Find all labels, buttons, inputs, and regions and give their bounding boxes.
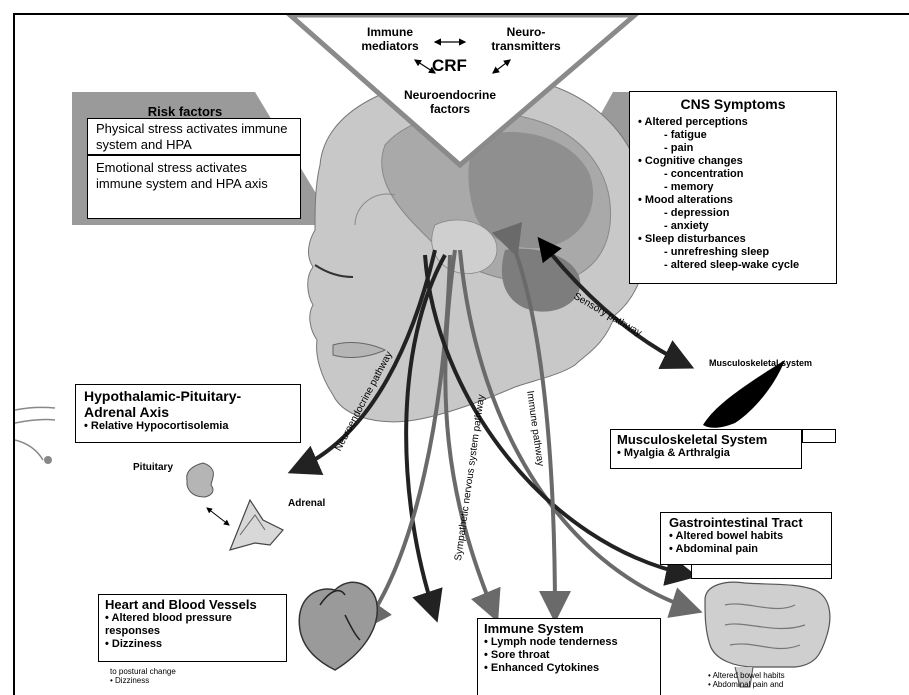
- cns-sub-fatigue: fatigue: [638, 129, 828, 142]
- physical-stress-text: Physical stress activates immune system …: [96, 121, 287, 152]
- muscle-illustration: [703, 360, 785, 428]
- gi-box: Gastrointestinal Tract Altered bowel hab…: [660, 512, 832, 565]
- neurotransmitters-line2: transmitters: [481, 39, 571, 53]
- heart-item-bp: Altered blood pressure responses: [105, 612, 280, 638]
- cns-title: CNS Symptoms: [638, 96, 828, 112]
- neuroendocrine-line2: factors: [390, 102, 510, 116]
- hpa-title-line2: Adrenal Axis: [84, 404, 292, 420]
- hpa-box: Hypothalamic-Pituitary- Adrenal Axis Rel…: [75, 384, 301, 443]
- physical-stress-box: Physical stress activates immune system …: [87, 118, 301, 155]
- musculoskeletal-image-label: Musculoskeletal system: [709, 358, 812, 368]
- pituitary-illustration: [187, 463, 214, 497]
- musculoskeletal-box: Musculoskeletal System Myalgia & Arthral…: [610, 429, 802, 469]
- diagram-frame: Immune mediators Neuro- transmitters CRF…: [13, 13, 909, 695]
- cns-group-cognitive: Cognitive changes: [638, 155, 828, 168]
- crf-label: CRF: [432, 56, 467, 76]
- cns-sub-depression: depression: [638, 207, 828, 220]
- neurotransmitters-label: Neuro- transmitters: [481, 25, 571, 53]
- heart-under-line2: • Dizziness: [110, 676, 176, 685]
- cns-sub-memory: memory: [638, 181, 828, 194]
- heart-item-dizziness: Dizziness: [105, 638, 280, 651]
- immune-item-cytokines: Enhanced Cytokines: [484, 662, 654, 675]
- pituitary-label: Pituitary: [133, 462, 173, 473]
- cns-sub-concentration: concentration: [638, 168, 828, 181]
- gi-item-pain: Abdominal pain: [669, 543, 823, 556]
- cns-group-mood: Mood alterations: [638, 194, 828, 207]
- gi-under-line1: • Altered bowel habits: [708, 671, 785, 680]
- cns-group-perceptions: Altered perceptions: [638, 116, 828, 129]
- cns-sub-unrefreshing: unrefreshing sleep: [638, 246, 828, 259]
- gi-under-image: • Altered bowel habits • Abdominal pain …: [708, 671, 785, 689]
- immune-mediators-label: Immune mediators: [355, 25, 425, 53]
- immune-system-box: Immune System Lymph node tenderness Sore…: [477, 618, 661, 695]
- musculoskeletal-item: Myalgia & Arthralgia: [617, 447, 795, 460]
- musculoskeletal-tab: [802, 429, 836, 443]
- neuroendocrine-line1: Neuroendocrine: [390, 88, 510, 102]
- cns-sub-anxiety: anxiety: [638, 220, 828, 233]
- heart-box: Heart and Blood Vessels Altered blood pr…: [98, 594, 287, 662]
- intestine-illustration: [705, 582, 830, 667]
- hpa-item: Relative Hypocortisolemia: [84, 420, 292, 433]
- neurotransmitters-line1: Neuro-: [481, 25, 571, 39]
- heart-title: Heart and Blood Vessels: [105, 597, 280, 612]
- cns-sub-sleep-wake: altered sleep-wake cycle: [638, 259, 828, 272]
- musculoskeletal-title: Musculoskeletal System: [617, 432, 795, 447]
- immune-item-throat: Sore throat: [484, 649, 654, 662]
- cns-sub-pain: pain: [638, 142, 828, 155]
- heart-under-line1: to postural change: [110, 667, 176, 676]
- emotional-stress-text: Emotional stress activates immune system…: [96, 160, 268, 191]
- neuroendocrine-factors-label: Neuroendocrine factors: [390, 88, 510, 116]
- adrenal-label: Adrenal: [288, 498, 325, 509]
- adrenal-illustration: [230, 500, 283, 550]
- gi-item-bowel: Altered bowel habits: [669, 530, 823, 543]
- heart-illustration: [299, 582, 377, 670]
- immune-item-lymph: Lymph node tenderness: [484, 636, 654, 649]
- cns-group-sleep: Sleep disturbances: [638, 233, 828, 246]
- immune-mediators-line1: Immune: [355, 25, 425, 39]
- heart-under: to postural change • Dizziness: [110, 667, 176, 685]
- emotional-stress-box: Emotional stress activates immune system…: [87, 155, 301, 219]
- cns-symptoms-box: CNS Symptoms Altered perceptions fatigue…: [629, 91, 837, 284]
- gi-title: Gastrointestinal Tract: [669, 515, 823, 530]
- gi-empty-box: [691, 564, 832, 579]
- immune-mediators-line2: mediators: [355, 39, 425, 53]
- risk-factors-title: Risk factors: [85, 104, 285, 119]
- immune-title: Immune System: [484, 621, 654, 636]
- hpa-title-line1: Hypothalamic-Pituitary-: [84, 388, 292, 404]
